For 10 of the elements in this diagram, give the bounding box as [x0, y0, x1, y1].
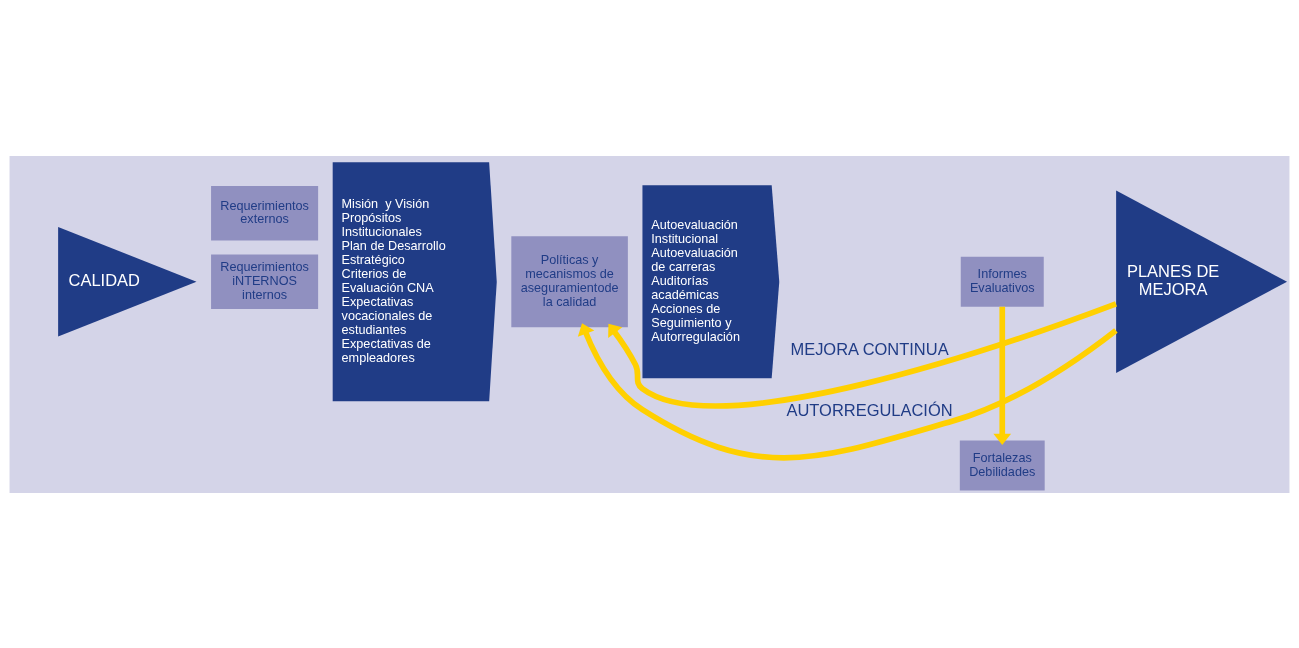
arrow — [608, 300, 1117, 408]
arrow — [577, 322, 1118, 461]
node-box: Requerimientos externos — [211, 185, 319, 241]
node-box: Fortalezas Debilidades — [959, 439, 1045, 490]
node-box: Informes Evaluativos — [960, 256, 1044, 307]
arrow — [993, 306, 1012, 445]
edge-label: AUTORREGULACIÓN — [786, 400, 953, 419]
node-box: Políticas y mecanismos de aseguramientode la calidad — [511, 235, 628, 327]
edge-label: MEJORA CONTINUA — [790, 339, 949, 358]
node-box: Requerimientos iNTERNOS internos — [211, 254, 319, 309]
